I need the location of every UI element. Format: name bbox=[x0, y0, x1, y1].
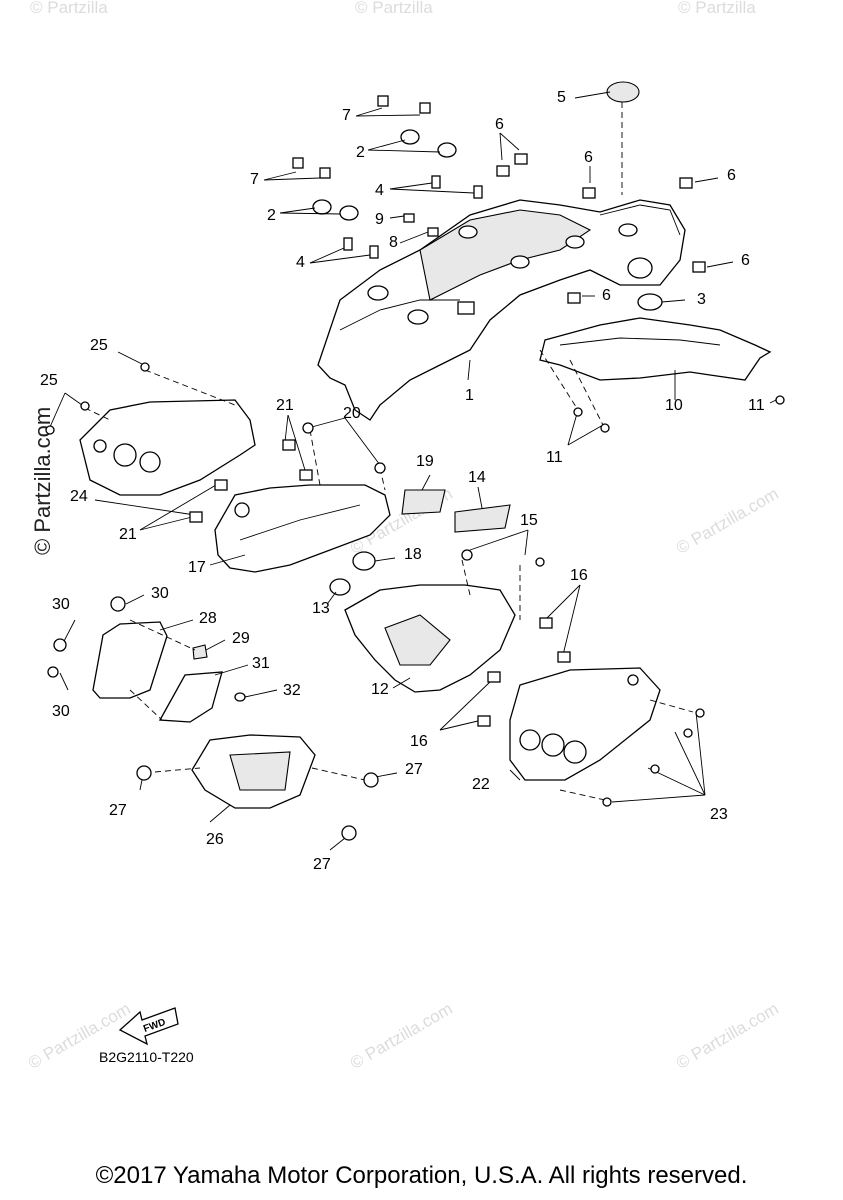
callout-13: 13 bbox=[312, 600, 330, 617]
callout-9: 9 bbox=[375, 211, 384, 228]
fwd-arrow-icon: FWD bbox=[118, 1007, 179, 1046]
callout-30c: 30 bbox=[52, 703, 70, 720]
callout-28: 28 bbox=[199, 610, 217, 627]
callout-6b: 6 bbox=[584, 149, 593, 166]
callout-15: 15 bbox=[520, 512, 538, 529]
watermark-top-right: © Partzilla bbox=[678, 0, 756, 17]
callout-16a: 16 bbox=[570, 567, 588, 584]
pad-19 bbox=[401, 489, 446, 515]
pad-14 bbox=[454, 504, 511, 533]
callout-3: 3 bbox=[697, 291, 706, 308]
watermark-top-left: © Partzilla bbox=[30, 0, 108, 17]
callout-8: 8 bbox=[389, 234, 398, 251]
callout-12: 12 bbox=[371, 681, 389, 698]
callout-1: 1 bbox=[465, 387, 474, 404]
callout-4b: 4 bbox=[296, 254, 305, 271]
callout-27b: 27 bbox=[405, 761, 423, 778]
grommet-18 bbox=[352, 551, 376, 571]
callout-23: 23 bbox=[710, 806, 728, 823]
air-duct-12-part bbox=[344, 584, 516, 693]
callout-5: 5 bbox=[557, 89, 566, 106]
callout-7b: 7 bbox=[250, 171, 259, 188]
callout-11b: 11 bbox=[546, 449, 563, 466]
part-code: B2G2110-T220 bbox=[99, 1049, 194, 1065]
callout-17: 17 bbox=[188, 559, 206, 576]
callout-22: 22 bbox=[472, 776, 490, 793]
callout-6c: 6 bbox=[727, 167, 736, 184]
callout-7a: 7 bbox=[342, 107, 351, 124]
callout-10: 10 bbox=[665, 397, 683, 414]
callout-26: 26 bbox=[206, 831, 224, 848]
right-side-cover-part bbox=[509, 667, 661, 781]
callout-6d: 6 bbox=[741, 252, 750, 269]
callout-30a: 30 bbox=[151, 585, 169, 602]
emblem-part bbox=[606, 81, 640, 103]
callout-32: 32 bbox=[283, 682, 301, 699]
callout-29: 29 bbox=[232, 630, 250, 647]
copyright-notice: ©2017 Yamaha Motor Corporation, U.S.A. A… bbox=[95, 1162, 748, 1189]
callout-25a: 25 bbox=[90, 337, 108, 354]
pad-29 bbox=[192, 644, 208, 660]
callout-2b: 2 bbox=[267, 207, 276, 224]
callout-16b: 16 bbox=[410, 733, 428, 750]
cover-26-part bbox=[191, 734, 316, 809]
grommet-part bbox=[637, 293, 663, 311]
fasteners-top bbox=[292, 95, 706, 304]
rear-flap-part bbox=[539, 317, 772, 381]
callout-24: 24 bbox=[70, 488, 88, 505]
callout-31: 31 bbox=[252, 655, 270, 672]
callout-27a: 27 bbox=[109, 802, 127, 819]
screws bbox=[45, 362, 785, 841]
plate-31 bbox=[158, 671, 223, 723]
callout-27c: 27 bbox=[313, 856, 331, 873]
callout-2a: 2 bbox=[356, 144, 365, 161]
watermark-top-center: © Partzilla bbox=[355, 0, 433, 17]
callout-20: 20 bbox=[343, 405, 361, 422]
grommet-13 bbox=[329, 578, 351, 596]
callout-19: 19 bbox=[416, 453, 434, 470]
washer-32 bbox=[234, 692, 246, 702]
callout-30b: 30 bbox=[52, 596, 70, 613]
callout-18: 18 bbox=[404, 546, 422, 563]
callout-11a: 11 bbox=[748, 397, 765, 414]
left-side-cover-part bbox=[79, 399, 256, 496]
side-cover-17-part bbox=[214, 484, 391, 573]
callout-25b: 25 bbox=[40, 372, 58, 389]
callout-14: 14 bbox=[468, 469, 486, 486]
callout-6e: 6 bbox=[602, 287, 611, 304]
bracket-28 bbox=[92, 621, 168, 699]
callout-21b: 21 bbox=[119, 526, 137, 543]
callout-21a: 21 bbox=[276, 397, 294, 414]
rear-fender-part bbox=[317, 199, 686, 421]
callout-6a: 6 bbox=[495, 116, 504, 133]
callout-4a: 4 bbox=[375, 182, 384, 199]
